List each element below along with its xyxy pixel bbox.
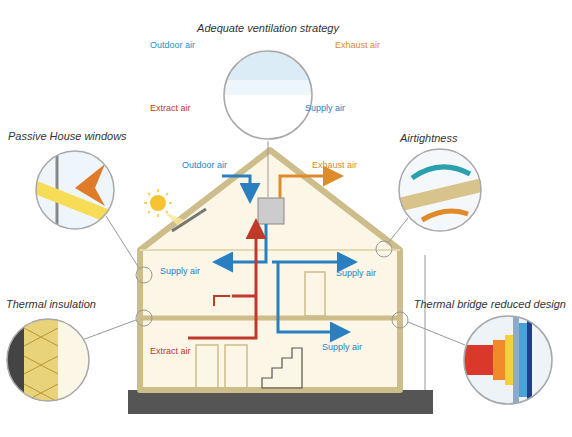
circle-detail [398,148,482,232]
air-label: Exhaust air [335,40,380,51]
air-label: Supply air [336,268,376,279]
circle-detail [35,150,115,230]
feature-circle: Passive House windows [35,150,115,230]
air-label: Extract air [150,103,191,114]
feature-heading: Passive House windows [8,130,127,142]
feature-heading: Thermal insulation [6,298,96,310]
feature-circle: Airtightness [398,148,482,232]
air-label: Supply air [322,342,362,353]
feature-heading: Adequate ventilation strategy [197,22,339,34]
feature-heading: Thermal bridge reduced design [414,298,566,310]
air-label: Supply air [305,103,345,114]
feature-circle: Thermal bridge reduced design [463,315,553,405]
air-label: Extract air [150,346,191,357]
air-label: Outdoor air [150,40,195,51]
circle-detail [463,315,553,405]
circle-detail [6,318,90,402]
air-label: Supply air [160,266,200,277]
feature-heading: Airtightness [400,132,457,144]
air-label: Exhaust air [312,160,357,171]
air-label: Outdoor air [182,160,227,171]
feature-circle: Thermal insulation [6,318,90,402]
feature-circle: Adequate ventilation strategy [223,50,313,140]
circle-detail [223,50,313,140]
